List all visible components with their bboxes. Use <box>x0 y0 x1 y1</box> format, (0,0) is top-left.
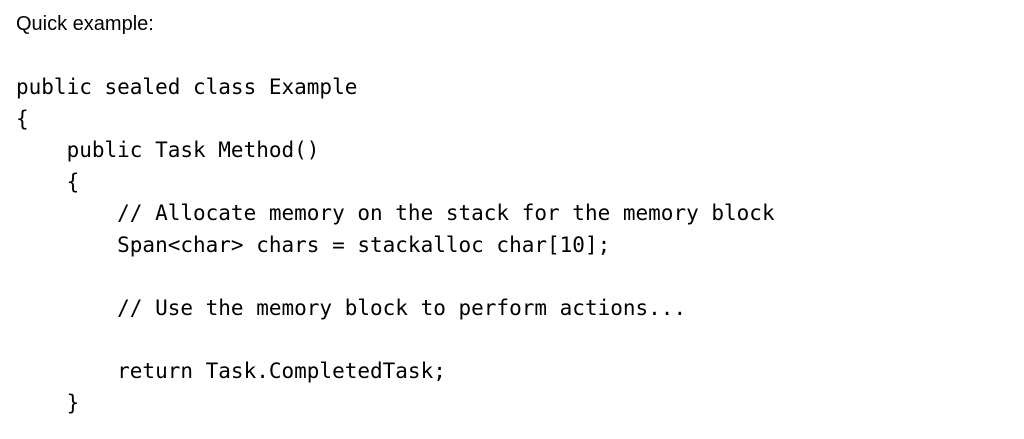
intro-text: Quick example: <box>16 13 154 35</box>
code-blank-line <box>16 325 775 357</box>
code-line-return: return Task.CompletedTask; <box>16 359 446 384</box>
code-block: public sealed class Example { public Tas… <box>16 72 775 420</box>
code-line-method-open-brace: { <box>16 169 80 194</box>
code-line-method-close-brace: } <box>16 390 80 415</box>
code-line-comment-allocate: // Allocate memory on the stack for the … <box>16 201 775 226</box>
code-line-class-declaration: public sealed class Example <box>16 75 358 99</box>
code-blank-line <box>16 262 775 294</box>
code-line-class-open-brace: { <box>16 106 29 131</box>
code-line-method-signature: public Task Method() <box>16 138 320 163</box>
code-line-stackalloc: Span<char> chars = stackalloc char[10]; <box>16 232 611 257</box>
code-line-comment-use: // Use the memory block to perform actio… <box>16 296 687 321</box>
